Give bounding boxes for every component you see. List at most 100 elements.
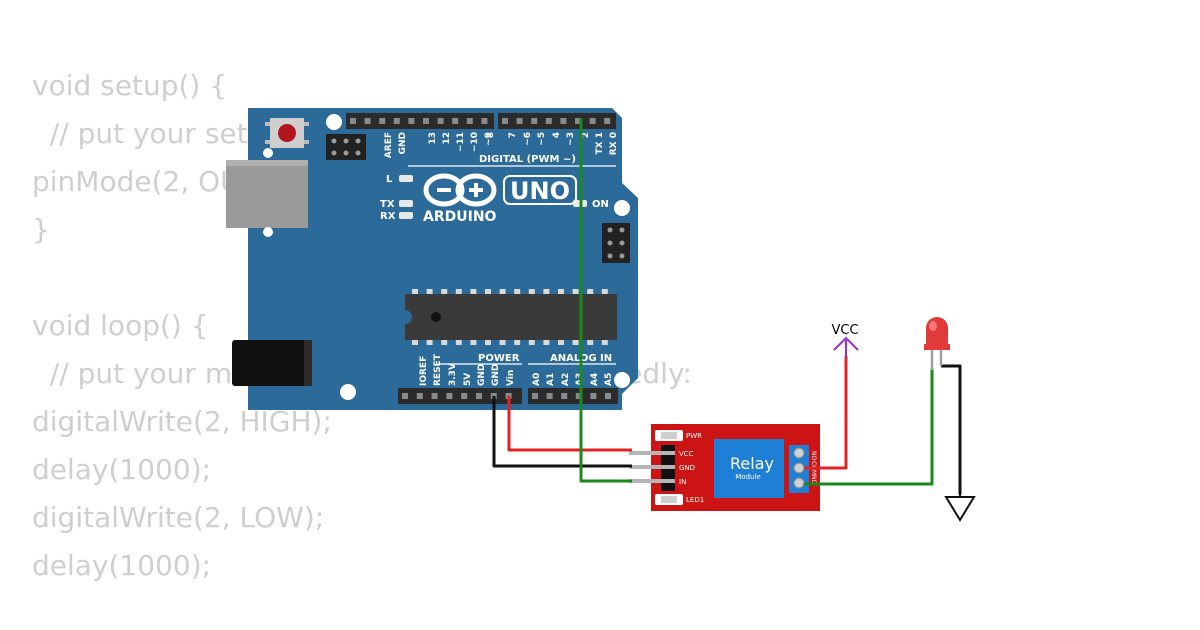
wire-led-to-relay-com[interactable] bbox=[804, 368, 934, 486]
header-pin[interactable] bbox=[532, 393, 538, 399]
header-pin[interactable] bbox=[516, 118, 523, 124]
header-pin[interactable] bbox=[402, 393, 408, 399]
wire-5v-to-relay-vcc[interactable] bbox=[507, 396, 632, 452]
header-pin[interactable] bbox=[590, 393, 597, 399]
header-pin[interactable] bbox=[364, 118, 371, 124]
header-pin[interactable] bbox=[423, 118, 429, 124]
chip-pin bbox=[587, 289, 594, 294]
chip-pin bbox=[426, 289, 433, 294]
chip-pin bbox=[514, 340, 521, 345]
chip-pin bbox=[412, 289, 418, 294]
header-pin[interactable] bbox=[416, 393, 423, 399]
pin-label: Vin bbox=[506, 370, 516, 386]
ground-symbol-icon[interactable] bbox=[944, 490, 976, 522]
digital-header-left bbox=[346, 113, 494, 129]
board-brand: ARDUINO bbox=[423, 209, 497, 225]
chip-pin bbox=[412, 340, 418, 345]
pin-label: IOREF bbox=[419, 356, 429, 386]
chip-pin bbox=[485, 340, 491, 345]
header-pin[interactable] bbox=[476, 393, 482, 399]
code-line: digitalWrite(2, LOW); bbox=[32, 501, 325, 534]
header-pin[interactable] bbox=[531, 118, 538, 124]
pin-label: 8 bbox=[486, 132, 496, 138]
header-pin[interactable] bbox=[379, 118, 386, 124]
reset-button[interactable] bbox=[265, 118, 309, 148]
pin-label: 13 bbox=[428, 132, 438, 145]
header-pin[interactable] bbox=[461, 393, 468, 399]
relay-body bbox=[714, 439, 784, 498]
header-pin[interactable] bbox=[466, 118, 473, 124]
header-pin[interactable] bbox=[502, 118, 508, 124]
vcc-symbol[interactable]: VCC bbox=[831, 323, 859, 358]
chip-pin bbox=[528, 289, 535, 294]
svg-text:PWR: PWR bbox=[686, 432, 702, 440]
header-pin[interactable] bbox=[452, 118, 459, 124]
led-tx: TX bbox=[380, 199, 413, 210]
header-pin[interactable] bbox=[561, 393, 568, 399]
pin-label: GND bbox=[477, 364, 487, 386]
led-l: L bbox=[386, 174, 413, 185]
pin-label: 5V bbox=[463, 373, 473, 386]
header-pin[interactable] bbox=[560, 118, 567, 124]
header-pin[interactable] bbox=[393, 118, 400, 124]
pin-label: A0 bbox=[532, 373, 542, 386]
header-pin[interactable] bbox=[545, 118, 552, 124]
chip-pin bbox=[514, 289, 521, 294]
header-pin[interactable] bbox=[546, 393, 553, 399]
chip-pin bbox=[572, 340, 579, 345]
power-label: POWER bbox=[478, 353, 520, 364]
relay-led1: LED1 bbox=[655, 494, 704, 505]
chip-pin bbox=[558, 289, 564, 294]
header-pin[interactable] bbox=[575, 393, 582, 399]
relay-pin-gnd: GND bbox=[679, 464, 695, 472]
relay-input-header bbox=[629, 445, 675, 491]
wire-vcc-to-relay-no[interactable] bbox=[804, 356, 848, 470]
chip-pin bbox=[543, 340, 550, 345]
analog-header bbox=[528, 388, 618, 404]
wire-led-to-ground[interactable] bbox=[941, 364, 962, 494]
usb-connector bbox=[226, 148, 308, 237]
pin-label: 7 bbox=[508, 132, 518, 138]
chip-pin bbox=[528, 340, 535, 345]
header-pin[interactable] bbox=[589, 118, 596, 124]
header-pin[interactable] bbox=[437, 118, 444, 124]
mounting-hole bbox=[614, 200, 630, 216]
relay-pin-vcc: VCC bbox=[679, 450, 694, 458]
chip-pin bbox=[601, 289, 608, 294]
digital-header-label: DIGITAL (PWM ~) bbox=[479, 154, 576, 165]
relay-module[interactable]: PWR LED1 VCC GND IN Relay Module bbox=[629, 424, 820, 511]
header-pin[interactable] bbox=[605, 393, 611, 399]
pin-label: A4 bbox=[590, 373, 600, 386]
header-pin[interactable] bbox=[350, 118, 356, 124]
header-pin[interactable] bbox=[431, 393, 438, 399]
atmega-chip bbox=[405, 289, 617, 345]
icsp-header-top bbox=[326, 134, 366, 160]
code-line: delay(1000); bbox=[32, 453, 212, 486]
relay-terminal-nc: NC bbox=[810, 475, 817, 484]
red-led[interactable] bbox=[924, 317, 950, 370]
pin-label: A1 bbox=[546, 373, 556, 386]
chip-pin bbox=[441, 289, 448, 294]
chip-pin bbox=[455, 340, 462, 345]
pin-label: A2 bbox=[561, 373, 571, 386]
pin-label: RX 0 bbox=[609, 132, 619, 155]
chip-pin bbox=[601, 340, 608, 345]
wire-pin2-to-relay-in[interactable] bbox=[579, 118, 632, 483]
header-pin[interactable] bbox=[481, 118, 488, 124]
chip-pin bbox=[499, 289, 506, 294]
digital-header-right bbox=[498, 113, 616, 129]
svg-text:LED1: LED1 bbox=[686, 496, 704, 504]
header-pin[interactable] bbox=[408, 118, 415, 124]
chip-pin bbox=[455, 289, 462, 294]
header-pin[interactable] bbox=[575, 118, 581, 124]
relay-terminal-no: NO bbox=[810, 451, 817, 460]
wire-gnd-to-relay-gnd[interactable] bbox=[492, 396, 632, 468]
pin-label: TX 1 bbox=[595, 132, 605, 154]
chip-pin bbox=[572, 289, 579, 294]
header-pin[interactable] bbox=[446, 393, 453, 399]
header-pin[interactable] bbox=[604, 118, 611, 124]
svg-text:RX: RX bbox=[380, 211, 396, 222]
